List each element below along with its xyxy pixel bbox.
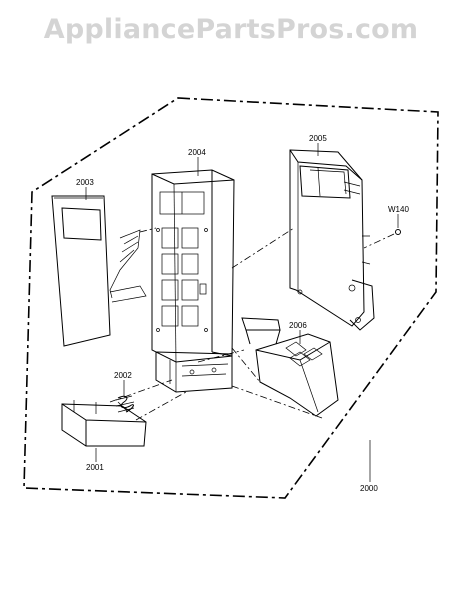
projection-line	[231, 347, 261, 383]
part-2003-membrane-panel[interactable]	[51, 195, 157, 347]
label-2003: 2003	[76, 178, 94, 187]
label-2001: 2001	[86, 463, 104, 472]
label-2006: 2006	[289, 321, 307, 330]
part-2004-control-frame[interactable]	[151, 169, 235, 393]
part-2006-bracket[interactable]	[241, 317, 339, 417]
label-w140: W140	[388, 205, 409, 214]
part-2005-pcb-board[interactable]	[289, 149, 375, 331]
projection-line	[109, 379, 173, 403]
part-2002-spring[interactable]	[115, 395, 135, 413]
part-w140-screw[interactable]	[363, 229, 401, 249]
label-2004: 2004	[188, 148, 206, 157]
projection-line	[231, 227, 295, 269]
assembly-outline	[23, 97, 439, 499]
label-2000: 2000	[360, 484, 378, 493]
projection-line	[197, 349, 245, 363]
label-2002: 2002	[114, 371, 132, 380]
projection-line	[231, 385, 323, 419]
label-2005: 2005	[309, 134, 327, 143]
projection-line	[135, 391, 187, 421]
part-2001-push-button[interactable]	[61, 400, 147, 447]
watermark-text: AppliancePartsPros.com	[43, 14, 419, 45]
